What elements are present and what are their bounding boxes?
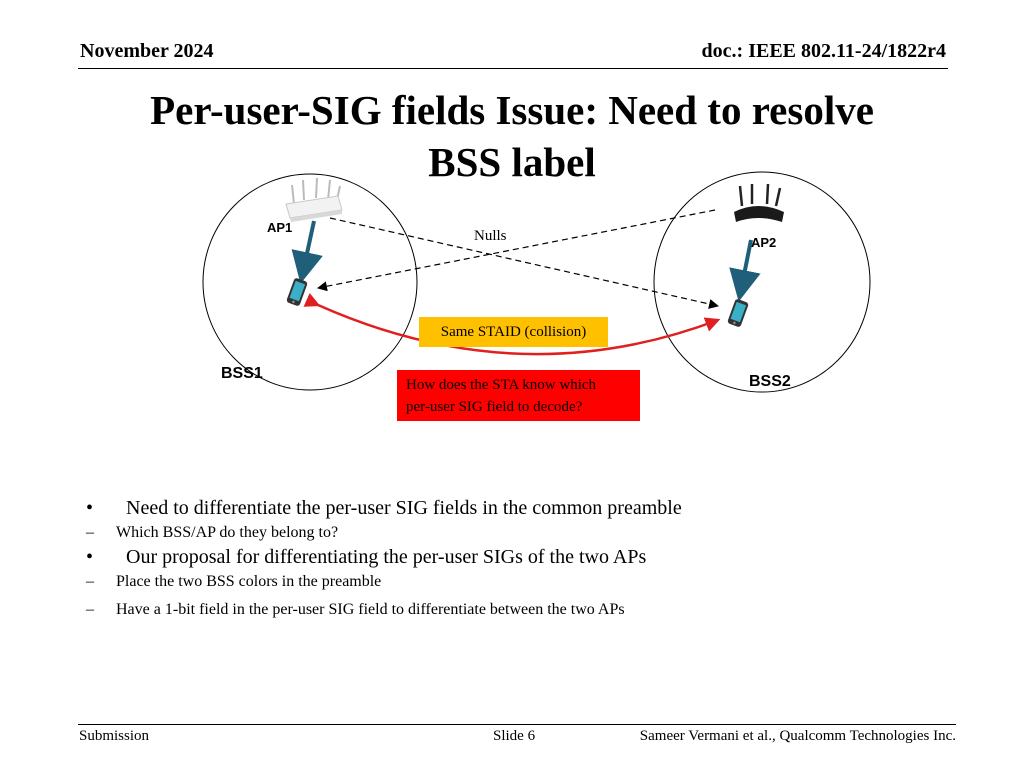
bss2-circle bbox=[653, 171, 871, 393]
sub-bullet-mark: – bbox=[86, 601, 94, 618]
null-arrow-ap2-to-sta1 bbox=[317, 209, 716, 292]
question-line-1: How does the STA know which bbox=[406, 377, 597, 393]
slide-title: Per-user-SIG fields Issue: Need to resol… bbox=[60, 84, 964, 188]
phone-icon bbox=[727, 299, 749, 327]
bullet-list: • Need to differentiate the per-user SIG… bbox=[86, 495, 926, 621]
collision-arrow bbox=[303, 293, 721, 356]
bullet-text: Need to differentiate the per-user SIG f… bbox=[126, 497, 682, 519]
bullet-mark: • bbox=[86, 546, 94, 568]
bss2-label: BSS2 bbox=[749, 373, 791, 390]
bullet-item: • Our proposal for differentiating the p… bbox=[86, 544, 926, 571]
footer-divider bbox=[78, 724, 956, 725]
bullet-item: • Need to differentiate the per-user SIG… bbox=[86, 495, 926, 522]
sub-bullet-text: Which BSS/AP do they belong to? bbox=[116, 524, 339, 541]
question-line-2: per-user SIG field to decode? bbox=[406, 399, 583, 415]
header-date: November 2024 bbox=[80, 40, 214, 62]
sub-bullet-item: – Have a 1-bit field in the per-user SIG… bbox=[86, 599, 926, 621]
sub-bullet-item: – Which BSS/AP do they belong to? bbox=[86, 522, 926, 544]
bullet-mark: • bbox=[86, 497, 94, 519]
title-line-2: BSS label bbox=[428, 139, 596, 185]
header-divider bbox=[78, 68, 948, 69]
collision-callout: Same STAID (collision) bbox=[419, 317, 608, 347]
title-line-1: Per-user-SIG fields Issue: Need to resol… bbox=[150, 87, 874, 133]
router-icon bbox=[734, 183, 784, 222]
router-icon bbox=[285, 177, 343, 222]
bss1-label: BSS1 bbox=[221, 365, 263, 382]
sub-bullet-text: Place the two BSS colors in the preamble bbox=[116, 573, 382, 590]
ap2-label: AP2 bbox=[751, 235, 777, 250]
sub-bullet-mark: – bbox=[86, 524, 94, 541]
ap1-label: AP1 bbox=[267, 220, 293, 235]
ap1-link-arrow bbox=[291, 220, 323, 284]
question-callout: How does the STA know which per-user SIG… bbox=[397, 370, 640, 421]
footer-submission: Submission bbox=[79, 728, 150, 744]
sub-bullet-mark: – bbox=[86, 573, 94, 590]
ap2-link-arrow bbox=[729, 239, 761, 302]
bss1-circle bbox=[202, 173, 418, 391]
null-arrow-ap1-to-sta2 bbox=[329, 217, 719, 309]
footer-authors: Sameer Vermani et al., Qualcomm Technolo… bbox=[639, 728, 956, 744]
footer-slide-number: Slide 6 bbox=[493, 728, 536, 744]
sub-bullet-item: – Place the two BSS colors in the preamb… bbox=[86, 571, 926, 593]
nulls-label: Nulls bbox=[474, 228, 507, 244]
bullet-text: Our proposal for differentiating the per… bbox=[126, 546, 647, 568]
header-doc-id: doc.: IEEE 802.11-24/1822r4 bbox=[701, 40, 946, 62]
sub-bullet-text: Have a 1-bit field in the per-user SIG f… bbox=[116, 601, 625, 618]
phone-icon bbox=[286, 278, 308, 306]
